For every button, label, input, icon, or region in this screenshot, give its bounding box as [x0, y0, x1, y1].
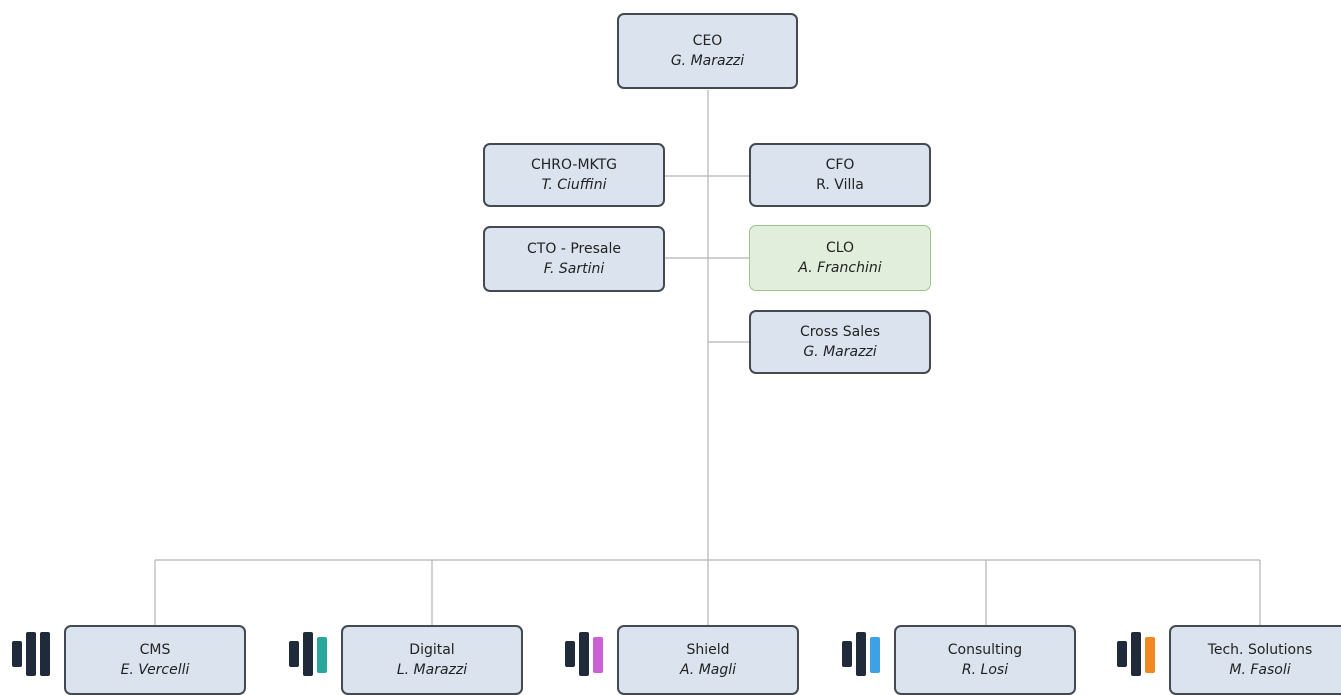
- cross-sales-node[interactable]: Cross Sales G. Marazzi: [749, 310, 931, 374]
- node-person: A. Magli: [679, 662, 737, 678]
- node-role: CMS: [139, 642, 171, 658]
- cms-node[interactable]: CMS E. Vercelli: [64, 625, 246, 695]
- cto-node[interactable]: CTO - Presale F. Sartini: [483, 226, 665, 292]
- cms-logo-icon: [12, 632, 50, 676]
- digital-node[interactable]: Digital L. Marazzi: [341, 625, 523, 695]
- node-role: Tech. Solutions: [1207, 642, 1313, 658]
- chro-node[interactable]: CHRO-MKTG T. Ciuffini: [483, 143, 665, 207]
- node-person: M. Fasoli: [1229, 662, 1291, 678]
- node-role: Cross Sales: [799, 324, 881, 340]
- clo-node[interactable]: CLO A. Franchini: [749, 225, 931, 291]
- node-person: G. Marazzi: [803, 344, 877, 360]
- shield-node[interactable]: Shield A. Magli: [617, 625, 799, 695]
- node-person: R. Villa: [816, 177, 864, 193]
- node-person: A. Franchini: [798, 260, 882, 276]
- node-role: Consulting: [947, 642, 1023, 658]
- consulting-node[interactable]: Consulting R. Losi: [894, 625, 1076, 695]
- ceo-node[interactable]: CEO G. Marazzi: [617, 13, 798, 89]
- node-person: E. Vercelli: [120, 662, 190, 678]
- node-person: R. Losi: [961, 662, 1009, 678]
- consulting-logo-icon: [842, 632, 880, 676]
- node-person: G. Marazzi: [670, 53, 745, 69]
- node-role: CTO - Presale: [527, 241, 621, 257]
- node-person: L. Marazzi: [396, 662, 468, 678]
- node-role: CLO: [825, 240, 855, 256]
- digital-logo-icon: [289, 632, 327, 676]
- cfo-node[interactable]: CFO R. Villa: [749, 143, 931, 207]
- node-role: CFO: [825, 157, 855, 173]
- tech-solutions-node[interactable]: Tech. Solutions M. Fasoli: [1169, 625, 1341, 695]
- shield-logo-icon: [565, 632, 603, 676]
- tech-solutions-logo-icon: [1117, 632, 1155, 676]
- node-person: T. Ciuffini: [541, 177, 607, 193]
- node-role: CEO: [692, 33, 723, 49]
- node-person: F. Sartini: [543, 261, 605, 277]
- node-role: CHRO-MKTG: [530, 157, 618, 173]
- node-role: Digital: [409, 642, 455, 658]
- node-role: Shield: [686, 642, 730, 658]
